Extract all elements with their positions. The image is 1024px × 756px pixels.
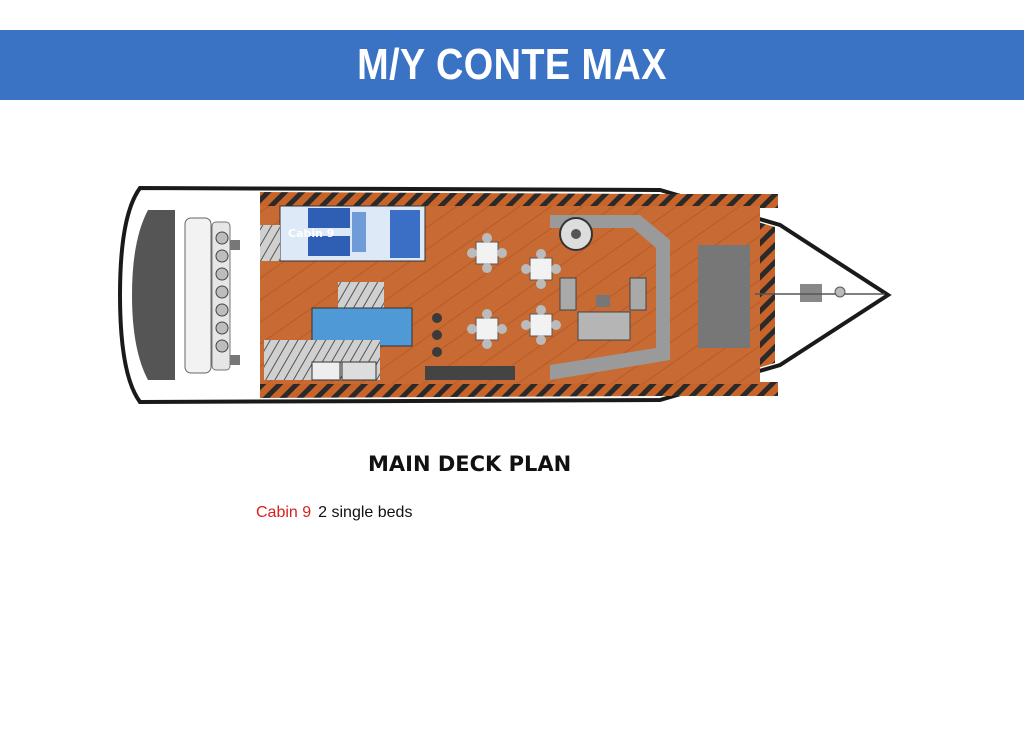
galley-counter [311, 307, 413, 347]
aft-sofa [184, 217, 212, 374]
legend-cabin-name: Cabin 9 [256, 504, 312, 521]
bar-stools [432, 313, 442, 357]
bar-stool [432, 347, 442, 357]
cabin-bed [308, 236, 350, 256]
title-banner: M/Y CONTE MAX [0, 30, 1024, 100]
lounge-sofa [577, 311, 631, 341]
cabin-9-label: Cabin 9 [288, 227, 334, 240]
legend: Cabin 9 2 single beds [256, 504, 412, 522]
aft-stools [215, 231, 229, 353]
forward-bench [550, 215, 670, 380]
bar-stool [432, 330, 442, 340]
aft-side-table [230, 355, 240, 365]
dining-table [521, 305, 561, 345]
dining-tables [467, 233, 561, 349]
lounge-coffee-table [596, 295, 610, 307]
legend-cabin-description: 2 single beds [318, 504, 413, 521]
stool [215, 267, 229, 281]
cabin-nightstand [352, 212, 366, 252]
cabin-bed [308, 208, 350, 228]
vessel-name: M/Y CONTE MAX [357, 40, 667, 89]
bow-area [698, 245, 750, 348]
spiral-staircase-core [571, 229, 581, 239]
aft-stairs [260, 225, 280, 261]
stool [215, 285, 229, 299]
stool [215, 249, 229, 263]
aft-platform [132, 210, 175, 380]
bow-bollard [834, 286, 846, 298]
galley-rail [425, 366, 515, 380]
anchor-winch [800, 284, 822, 302]
cabin-bathroom [390, 210, 420, 258]
plan-title: MAIN DECK PLAN [368, 452, 572, 476]
bar-stool [432, 313, 442, 323]
dining-table [521, 249, 561, 289]
bow-deck-top [660, 194, 778, 208]
aft-side-table [230, 240, 240, 250]
main-deck-plan: Cabin 9 [117, 185, 892, 405]
lounge-armchair [559, 277, 577, 311]
central-stairs [338, 282, 384, 310]
stool [215, 303, 229, 317]
galley-stove [311, 361, 341, 381]
stool [215, 321, 229, 335]
dining-table [467, 233, 507, 273]
stool [215, 231, 229, 245]
lounge-armchair [629, 277, 647, 311]
stool [215, 339, 229, 353]
galley-sink [341, 361, 377, 381]
bow-deck-bottom [660, 382, 778, 396]
dining-table [467, 309, 507, 349]
